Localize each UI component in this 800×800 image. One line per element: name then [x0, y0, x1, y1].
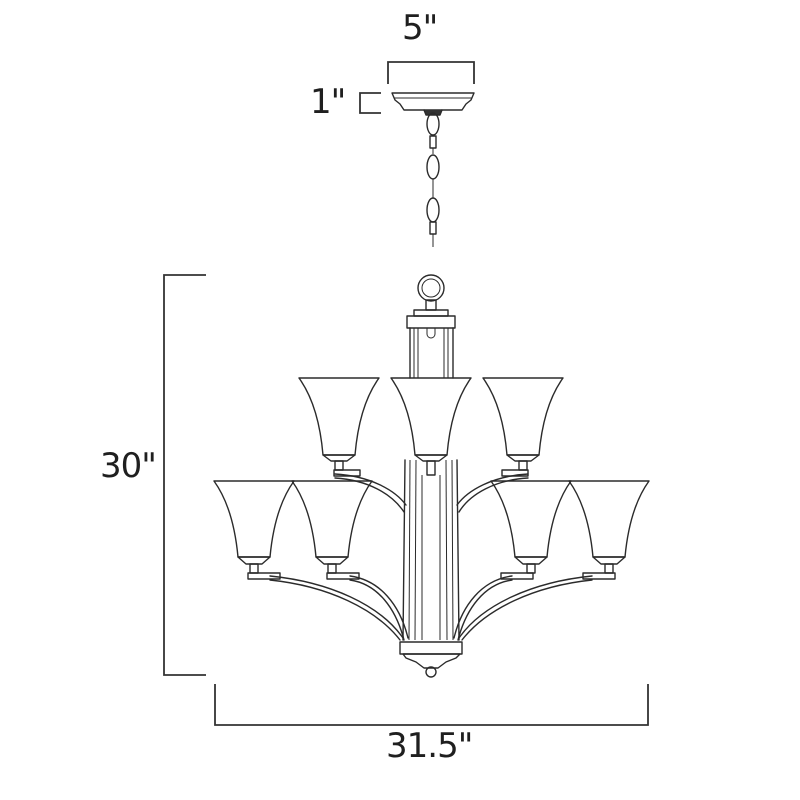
upper-tier-shades	[298, 377, 564, 476]
height-bracket	[163, 274, 206, 676]
canopy-plate	[391, 92, 475, 116]
canopy-height-label: 1"	[310, 82, 346, 122]
lower-arms	[247, 572, 616, 641]
shade-lower-1	[213, 480, 295, 574]
shade-lower-2	[291, 480, 373, 574]
upper-arms	[333, 469, 529, 513]
fixture-height-label: 30"	[100, 446, 157, 486]
shade-lower-3	[490, 480, 572, 574]
width-bracket	[214, 684, 649, 726]
fixture-width-label: 31.5"	[386, 726, 473, 766]
hanging-chain	[426, 112, 440, 247]
lower-tier-shades	[213, 480, 650, 574]
canopy-width-bracket	[387, 61, 475, 84]
center-column	[402, 327, 460, 641]
shade-upper-right	[482, 377, 564, 471]
shade-lower-4	[568, 480, 650, 574]
top-ring-loop	[406, 274, 456, 329]
shade-upper-center	[390, 377, 472, 476]
bottom-finial	[399, 641, 463, 678]
shade-upper-left	[298, 377, 380, 471]
canopy-width-label: 5"	[402, 8, 438, 48]
canopy-height-bracket	[359, 92, 381, 114]
